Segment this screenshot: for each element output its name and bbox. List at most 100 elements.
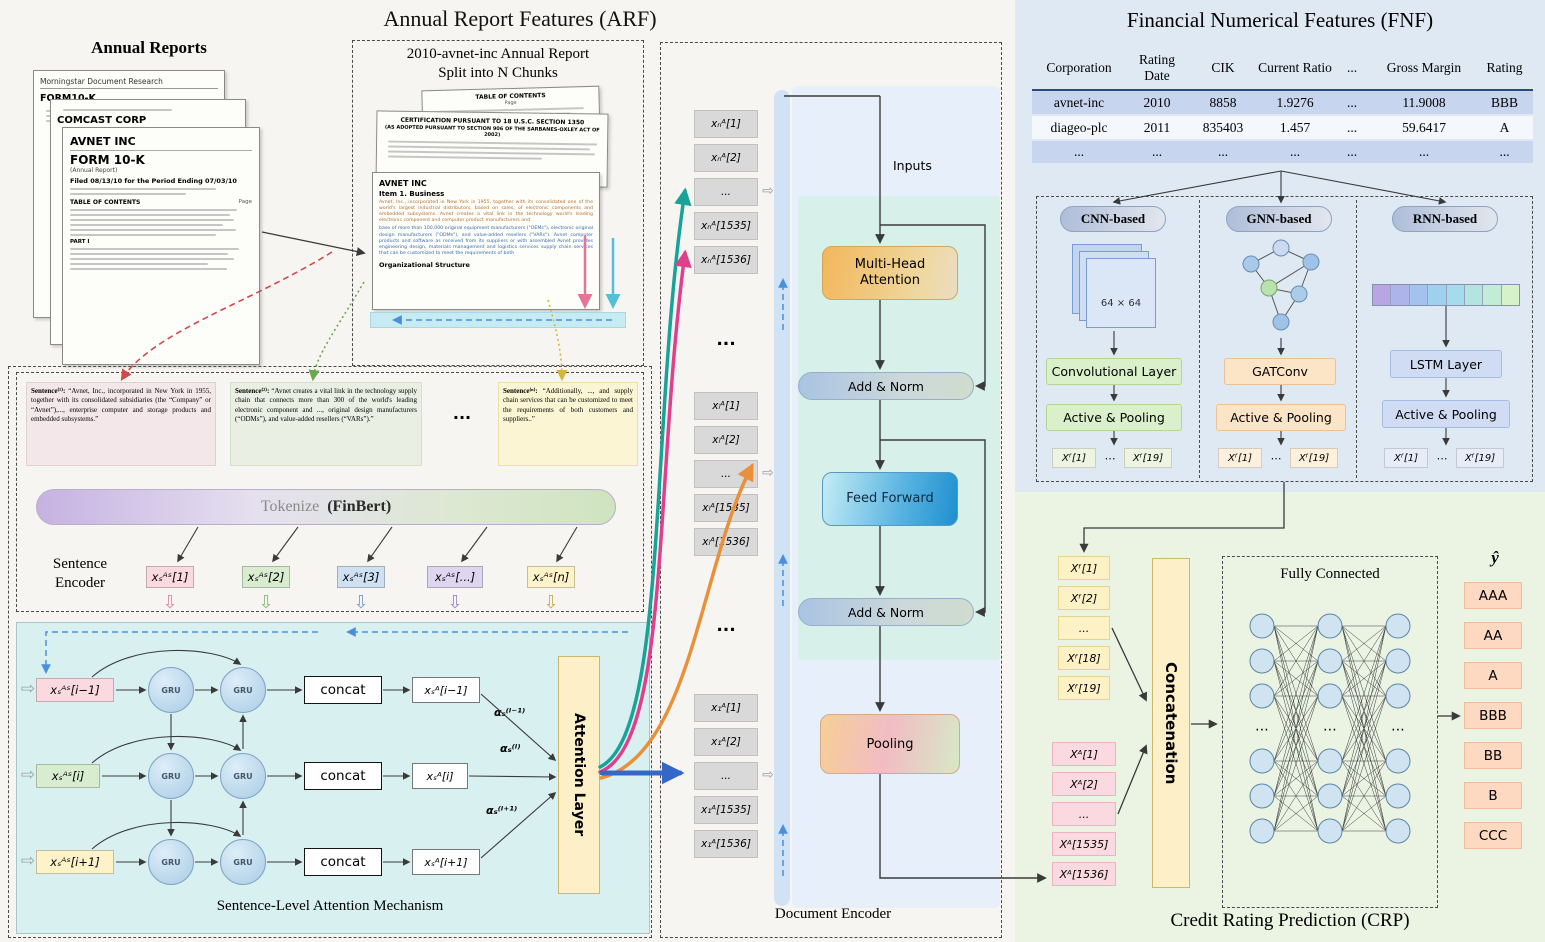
- concat-box: concat: [304, 762, 382, 790]
- rnn-active-pooling: Active & Pooling: [1382, 400, 1510, 428]
- encoder-output-3: xₛᴬˢ[3]: [337, 566, 385, 588]
- table-cell: ...: [1217, 144, 1229, 159]
- rating-option-a: A: [1464, 662, 1522, 689]
- table-cell: 11.9008: [1402, 94, 1446, 110]
- sentence-card-n: Sentence⁽ⁿ⁾: “Additionally, ..., and sup…: [498, 382, 638, 466]
- svg-text:⋯: ⋯: [1323, 722, 1337, 738]
- hollow-arrow-right-icon: ⇨: [762, 767, 774, 783]
- org-structure-label: Organizational Structure: [379, 260, 470, 269]
- hollow-arrow-right-icon: ⇨: [20, 851, 36, 871]
- token-box: xᵢᴬ[2]: [694, 426, 758, 454]
- column-header: Gross Margin: [1372, 46, 1476, 91]
- gnn-output-1: Xᶠ[1]: [1218, 448, 1262, 468]
- finbert-label: (FinBert): [327, 498, 392, 515]
- concat-box: concat: [304, 676, 382, 704]
- table-cell: ...: [1151, 144, 1163, 159]
- rnn-output-19: Xᶠ[19]: [1456, 448, 1504, 468]
- encoder-input-bar: [774, 90, 790, 906]
- column-header: Rating Date: [1126, 46, 1188, 91]
- gnn-output-dots: ⋯: [1270, 451, 1282, 465]
- gru-cell: GRU: [220, 753, 266, 799]
- table-cell: 2010: [1143, 94, 1171, 110]
- gru-cell: GRU: [148, 667, 194, 713]
- business-item: Item 1. Business: [379, 190, 445, 198]
- branch-divider: [1356, 200, 1357, 478]
- attention-output-3: xₛᴬ[i+1]: [412, 849, 480, 875]
- concatenation-box: Concatenation: [1152, 558, 1190, 888]
- rnn-output-1: Xᶠ[1]: [1384, 448, 1428, 468]
- sentence-1-label: Sentence⁽¹⁾:: [31, 387, 66, 395]
- hollow-arrow-right-icon: ⇨: [762, 183, 774, 199]
- neural-network-graphic: ⋯⋯⋯: [1222, 556, 1438, 908]
- doc-annual-label: (Annual Report): [70, 167, 118, 174]
- encoder-output-n: xₛᴬˢ[n]: [527, 566, 575, 588]
- branch-divider: [1199, 200, 1200, 478]
- table-cell: ...: [1418, 144, 1430, 159]
- table-cell: 1.457: [1279, 119, 1311, 135]
- table-row: diageo-plc 2011 835403 1.457 ... 59.6417…: [1032, 115, 1533, 140]
- gnn-branch-header: GNN-based: [1226, 206, 1332, 232]
- business-title: AVNET INC: [379, 179, 427, 188]
- token-box: ...: [694, 460, 758, 488]
- add-norm-block-2: Add & Norm: [798, 598, 974, 626]
- document-text-lines: [70, 248, 252, 270]
- sentence-encoder-label: Sentence Encoder: [52, 555, 108, 592]
- column-header: CIK: [1188, 46, 1258, 91]
- rnn-output-dots: ⋯: [1436, 451, 1448, 465]
- fnf-title: Financial Numerical Features (FNF): [1126, 8, 1434, 32]
- token-box: ...: [694, 178, 758, 206]
- hollow-arrow-down-icon: ⇩: [353, 592, 369, 613]
- attention-output-1: xₛᴬ[i−1]: [412, 677, 480, 703]
- hollow-arrow-down-icon: ⇩: [543, 592, 559, 613]
- multi-head-attention-block: Multi-Head Attention: [822, 246, 958, 300]
- token-box: xₙᴬ[1535]: [694, 212, 758, 240]
- stack-gap-dots: ...: [716, 330, 736, 350]
- hollow-arrow-right-icon: ⇨: [20, 765, 36, 785]
- rating-option-aa: AA: [1464, 622, 1522, 649]
- table-cell: diageo-plc: [1050, 119, 1108, 135]
- rating-option-bb: BB: [1464, 742, 1522, 769]
- add-norm-block-1: Add & Norm: [798, 372, 974, 400]
- tokenize-pill: Tokenize (FinBert): [36, 489, 616, 525]
- business-para-highlight-1: Avnet, Inc., incorporated in New York in…: [379, 200, 593, 224]
- gnn-graph-icon: [1226, 236, 1336, 338]
- alpha-weight-3: αₛ⁽ⁱ⁺¹⁾: [486, 804, 518, 817]
- alpha-weight-1: αₛ⁽ⁱ⁻¹⁾: [494, 706, 526, 719]
- sentence-card-2: Sentence⁽²⁾: “Avnet creates a vital link…: [230, 382, 422, 466]
- token-box: x₁ᴬ[2]: [694, 728, 758, 756]
- xa-feature-box: Xᴬ[1]: [1052, 742, 1116, 766]
- business-para-highlight-2: base of more than 100,000 original equip…: [379, 226, 593, 256]
- rating-option-ccc: CCC: [1464, 822, 1522, 849]
- gnn-output-19: Xᶠ[19]: [1290, 448, 1338, 468]
- attention-title: Sentence-Level Attention Mechanism: [216, 898, 444, 914]
- encoder-output-dots: xₛᴬˢ[...]: [427, 566, 483, 588]
- cnn-active-pooling: Active & Pooling: [1046, 404, 1182, 431]
- cnn-feature-map-icon: [1072, 244, 1158, 330]
- column-header: Current Ratio: [1258, 46, 1332, 91]
- doc-header: Morningstar Document Research: [40, 77, 218, 89]
- document-encoder-title: Document Encoder: [774, 906, 892, 922]
- doc-page-label: Page: [238, 199, 252, 205]
- token-box: x₁ᴬ[1535]: [694, 796, 758, 824]
- chunks-title-line2: Split into N Chunks: [438, 65, 558, 81]
- hollow-arrow-down-icon: ⇩: [258, 592, 274, 613]
- rating-option-b: B: [1464, 782, 1522, 809]
- sentence-card-1: Sentence⁽¹⁾: “Avnet, Inc., incorporated …: [26, 382, 216, 466]
- token-box: xₙᴬ[1536]: [694, 246, 758, 274]
- sentence-1-text: “Avnet, Inc., incorporated in New York i…: [31, 387, 212, 424]
- token-box: xₙᴬ[1]: [694, 110, 758, 138]
- hollow-arrow-right-icon: ⇨: [20, 679, 36, 699]
- xf-feature-box: Xᶠ[2]: [1058, 586, 1110, 610]
- table-row: ... ... ... ... ... ... ...: [1032, 140, 1533, 163]
- alpha-weight-2: αₛ⁽ⁱ⁾: [500, 742, 521, 755]
- table-cell: ...: [1346, 119, 1358, 135]
- xf-feature-box: Xᶠ[1]: [1058, 556, 1110, 580]
- table-cell: A: [1499, 119, 1510, 135]
- token-box: xₙᴬ[2]: [694, 144, 758, 172]
- token-box: x₁ᴬ[1536]: [694, 830, 758, 858]
- doc-title: AVNET INC: [70, 135, 136, 148]
- token-box: ...: [694, 762, 758, 790]
- attention-input-3: xₛᴬˢ[i+1]: [36, 850, 114, 874]
- table-cell: BBB: [1490, 94, 1518, 110]
